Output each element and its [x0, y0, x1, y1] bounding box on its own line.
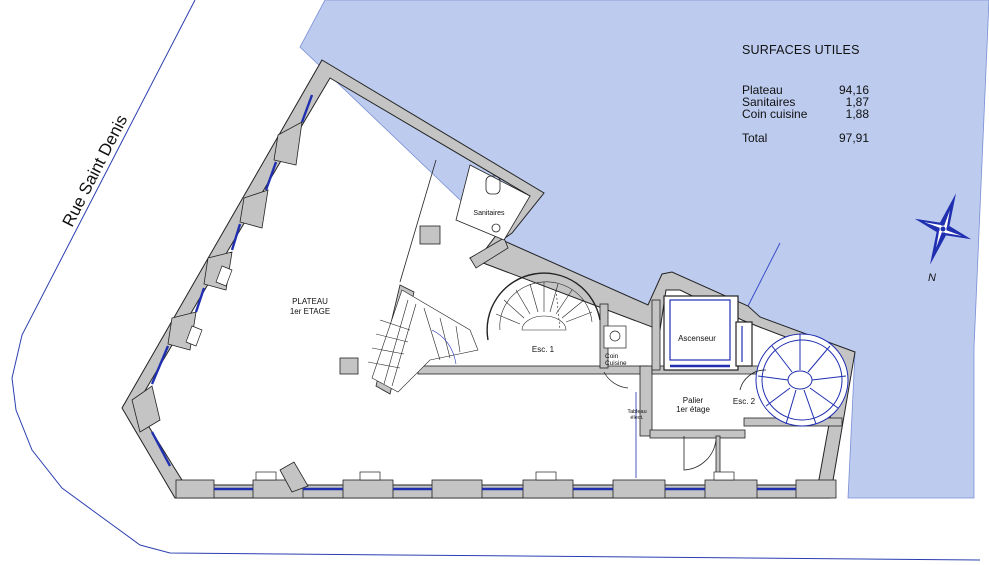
room-esc2: Esc. 2	[733, 397, 756, 406]
street-label: Rue Saint Denis	[59, 112, 132, 230]
surfaces-table: SURFACES UTILES Plateau 94,16 Sanitaires…	[742, 44, 882, 144]
street-line-outer	[11, 0, 981, 561]
compass-icon	[914, 193, 972, 265]
room-palier-line1: Palier	[683, 396, 704, 405]
surface-total-value: 97,91	[838, 131, 869, 145]
surface-total-label: Total	[742, 131, 768, 145]
windows	[150, 94, 796, 491]
surfaces-row-sanitaires: Sanitaires 1,87	[742, 96, 869, 108]
lift-shaft	[663, 295, 753, 371]
surface-label: Plateau	[742, 83, 783, 97]
room-palier-line2: 1er étage	[676, 405, 710, 414]
compass-label: N	[928, 272, 936, 284]
room-ascenseur: Ascenseur	[678, 334, 716, 343]
room-tableau-line2: élect.	[630, 415, 644, 421]
surface-value: 1,87	[845, 95, 869, 109]
surface-value: 94,16	[838, 83, 869, 97]
sills	[185, 265, 735, 481]
surfaces-row-coin-cuisine: Coin cuisine 1,88	[742, 108, 869, 120]
surface-label: Sanitaires	[742, 95, 796, 109]
stair-esc2	[755, 333, 849, 427]
surfaces-row-plateau: Plateau 94,16	[742, 84, 869, 96]
surface-value: 1,88	[845, 107, 869, 121]
room-esc1: Esc. 1	[532, 345, 555, 354]
surface-label: Coin cuisine	[742, 107, 808, 121]
stair-esc1	[486, 272, 601, 341]
sanitaires-block	[399, 159, 531, 283]
doors	[635, 369, 767, 478]
room-coin-line2: Cuisine	[605, 360, 627, 367]
stair-left	[367, 289, 479, 393]
surfaces-title: SURFACES UTILES	[742, 43, 860, 57]
surfaces-row-total: Total 97,91	[742, 132, 869, 144]
room-tableau-line1: Tableau	[627, 409, 646, 415]
kitchen-details	[603, 325, 629, 389]
room-sanitaires: Sanitaires	[473, 210, 505, 217]
room-coin-line1: Coin	[605, 353, 619, 360]
room-plateau-level: 1er ETAGE	[290, 307, 330, 316]
piers	[131, 121, 837, 499]
courtyard-divider	[747, 242, 781, 307]
room-plateau-title: PLATEAU	[292, 297, 328, 306]
